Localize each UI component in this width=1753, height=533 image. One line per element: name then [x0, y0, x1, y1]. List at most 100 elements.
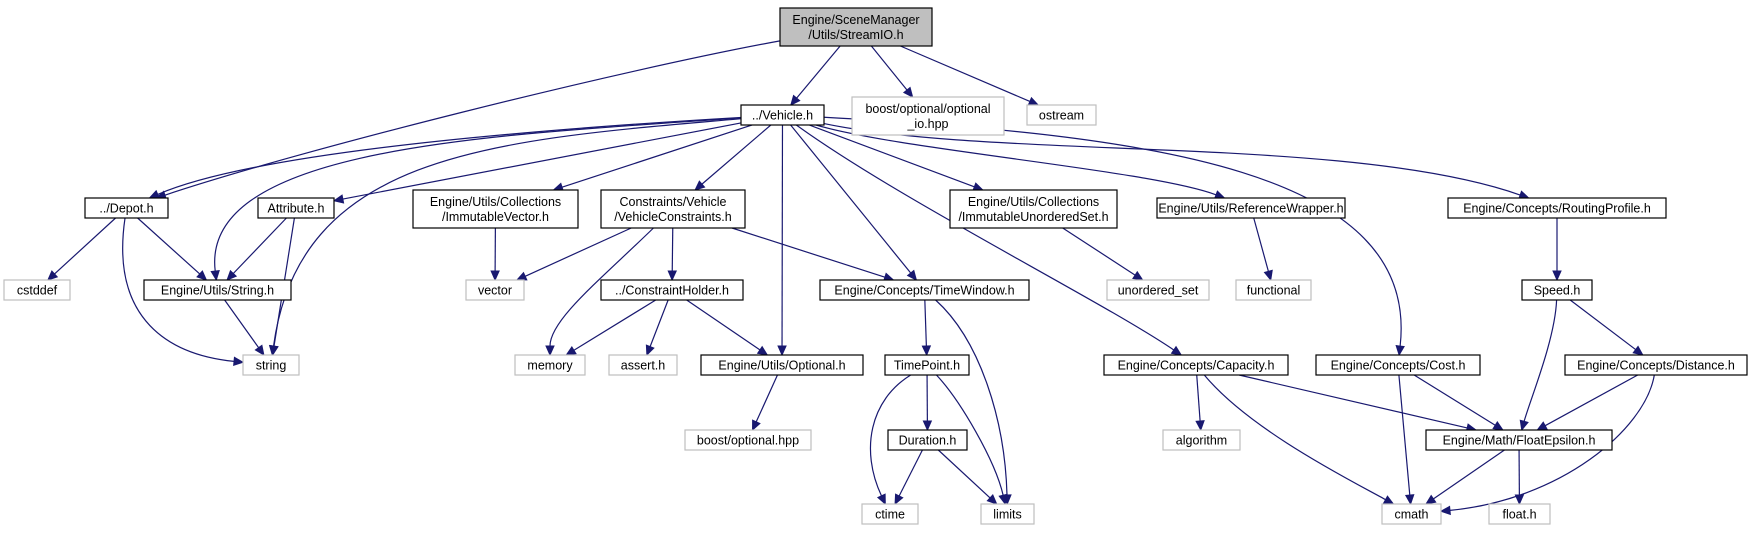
- node-box-vector: [465, 279, 525, 301]
- arrowhead-vehicle-to-utils_string: [210, 269, 220, 282]
- arrowhead-utils_optional-to-boost_optional: [752, 419, 761, 432]
- node-utils_string[interactable]: Engine/Utils/String.h: [143, 279, 292, 301]
- node-box-ctime: [861, 503, 919, 525]
- node-label-distance: Engine/Concepts/Distance.h: [1577, 359, 1735, 373]
- node-reference_wrapper[interactable]: Engine/Utils/ReferenceWrapper.h: [1156, 197, 1346, 219]
- edge-vehicle-to-cost: [823, 116, 1402, 347]
- node-label-cost: Engine/Concepts/Cost.h: [1331, 359, 1466, 373]
- node-immutable_vector[interactable]: Engine/Utils/Collections/ImmutableVector…: [412, 189, 579, 229]
- edge-vehicle_constraints-to-vector: [524, 227, 632, 277]
- node-box-routing_profile: [1447, 197, 1667, 219]
- edge-vehicle_constraints-to-memory: [549, 227, 654, 347]
- arrowhead-cost-to-float_epsilon: [1492, 420, 1504, 431]
- node-constraint_holder[interactable]: ../ConstraintHolder.h: [600, 279, 744, 301]
- node-label-streamio: Engine/SceneManager: [792, 13, 919, 27]
- arrowhead-speed-to-float_epsilon: [1519, 419, 1529, 432]
- node-label-depot: ../Depot.h: [99, 202, 153, 216]
- edge-duration-to-ctime: [898, 449, 923, 497]
- node-box-time_window: [819, 279, 1030, 301]
- node-box-speed: [1521, 279, 1593, 301]
- arrowhead-duration-to-ctime: [894, 493, 904, 506]
- node-label-routing_profile: Engine/Concepts/RoutingProfile.h: [1463, 202, 1651, 216]
- node-box-reference_wrapper: [1156, 197, 1346, 219]
- edge-utils_string-to-string: [224, 299, 260, 349]
- node-label-boost_optional: boost/optional.hpp: [697, 434, 799, 448]
- node-label-immutable_unordered_set: /ImmutableUnorderedSet.h: [958, 210, 1108, 224]
- arrowhead-streamio-to-ostream: [1027, 96, 1040, 106]
- node-float_epsilon[interactable]: Engine/Math/FloatEpsilon.h: [1425, 429, 1613, 451]
- arrowhead-float_epsilon-to-float_h: [1514, 494, 1525, 506]
- arrowhead-vehicle-to-utils_optional: [777, 345, 787, 357]
- node-label-boost_optional_io: boost/optional/optional: [865, 102, 990, 116]
- arrowhead-constraint_holder-to-utils_optional: [756, 345, 769, 356]
- node-depot[interactable]: ../Depot.h: [84, 197, 169, 219]
- arrowhead-attribute-to-utils_string: [226, 269, 238, 281]
- node-label-immutable_vector: /ImmutableVector.h: [442, 210, 549, 224]
- node-label-cmath: cmath: [1394, 508, 1428, 522]
- edge-attribute-to-utils_string: [232, 217, 287, 274]
- arrowhead-distance-to-cmath: [1439, 505, 1451, 516]
- arrowhead-immutable_unordered_set-to-unordered_set: [1132, 270, 1144, 281]
- edge-vehicle-to-string: [272, 118, 742, 347]
- node-streamio[interactable]: Engine/SceneManager/Utils/StreamIO.h: [779, 7, 933, 47]
- node-algorithm: algorithm: [1162, 429, 1241, 451]
- edge-distance-to-float_epsilon: [1544, 374, 1639, 427]
- edge-reference_wrapper-to-functional: [1253, 217, 1269, 272]
- node-duration[interactable]: Duration.h: [887, 429, 968, 451]
- arrowhead-constraint_holder-to-assert: [645, 344, 655, 357]
- arrowhead-immutable_vector-to-vector: [490, 270, 500, 282]
- node-assert: assert.h: [608, 354, 678, 376]
- arrowhead-depot-to-string: [233, 356, 245, 367]
- edge-speed-to-float_epsilon: [1523, 299, 1558, 422]
- node-label-vector: vector: [478, 284, 512, 298]
- node-capacity[interactable]: Engine/Concepts/Capacity.h: [1103, 354, 1289, 376]
- node-float_h: float.h: [1488, 503, 1551, 525]
- node-box-ostream: [1026, 104, 1097, 126]
- edge-cost-to-float_epsilon: [1413, 374, 1496, 426]
- node-routing_profile[interactable]: Engine/Concepts/RoutingProfile.h: [1447, 197, 1667, 219]
- node-label-vehicle_constraints: /VehicleConstraints.h: [614, 210, 731, 224]
- node-boost_optional_io: boost/optional/optional_io.hpp: [851, 96, 1005, 136]
- node-label-unordered_set: unordered_set: [1118, 284, 1199, 298]
- node-label-capacity: Engine/Concepts/Capacity.h: [1118, 359, 1275, 373]
- node-vehicle_constraints[interactable]: Constraints/Vehicle/VehicleConstraints.h: [600, 189, 746, 229]
- node-label-boost_optional_io: _io.hpp: [906, 117, 948, 131]
- node-speed[interactable]: Speed.h: [1521, 279, 1593, 301]
- node-time_window[interactable]: Engine/Concepts/TimeWindow.h: [819, 279, 1030, 301]
- node-label-vehicle_constraints: Constraints/Vehicle: [619, 195, 726, 209]
- edge-streamio-to-ostream: [900, 45, 1031, 103]
- node-label-utils_optional: Engine/Utils/Optional.h: [718, 359, 845, 373]
- arrowhead-time_point-to-ctime: [876, 493, 886, 506]
- node-vehicle[interactable]: ../Vehicle.h: [740, 104, 825, 126]
- arrowhead-time_point-to-limits: [998, 493, 1008, 506]
- node-ostream: ostream: [1026, 104, 1097, 126]
- node-label-limits: limits: [993, 508, 1021, 522]
- node-box-duration: [887, 429, 968, 451]
- node-immutable_unordered_set[interactable]: Engine/Utils/Collections/ImmutableUnorde…: [949, 189, 1118, 229]
- node-utils_optional[interactable]: Engine/Utils/Optional.h: [700, 354, 864, 376]
- edge-time_window-to-limits: [935, 299, 1008, 496]
- node-label-time_window: Engine/Concepts/TimeWindow.h: [834, 284, 1014, 298]
- edge-depot-to-utils_string: [137, 217, 201, 275]
- arrowhead-utils_string-to-string: [254, 344, 265, 357]
- edge-vehicle-to-time_window: [790, 124, 912, 274]
- arrowhead-vehicle-to-time_window: [906, 269, 918, 281]
- edge-capacity-to-algorithm: [1196, 374, 1201, 422]
- arrowhead-reference_wrapper-to-functional: [1263, 269, 1273, 282]
- node-box-utils_string: [143, 279, 292, 301]
- edge-vehicle_constraints-to-constraint_holder: [671, 227, 674, 272]
- node-box-unordered_set: [1106, 279, 1210, 301]
- node-box-string: [242, 354, 300, 376]
- edge-streamio-to-vehicle: [796, 45, 841, 99]
- edge-cost-to-cmath: [1398, 374, 1411, 496]
- node-cstddef: cstddef: [3, 279, 71, 301]
- node-cost[interactable]: Engine/Concepts/Cost.h: [1315, 354, 1481, 376]
- node-attribute[interactable]: Attribute.h: [257, 197, 335, 219]
- node-box-streamio: [779, 7, 933, 47]
- node-distance[interactable]: Engine/Concepts/Distance.h: [1564, 354, 1748, 376]
- arrowhead-distance-to-float_epsilon: [1536, 421, 1548, 431]
- arrowhead-attribute-to-string: [269, 344, 279, 357]
- node-box-cost: [1315, 354, 1481, 376]
- node-time_point[interactable]: TimePoint.h: [884, 354, 970, 376]
- arrowhead-float_epsilon-to-cmath: [1425, 494, 1437, 505]
